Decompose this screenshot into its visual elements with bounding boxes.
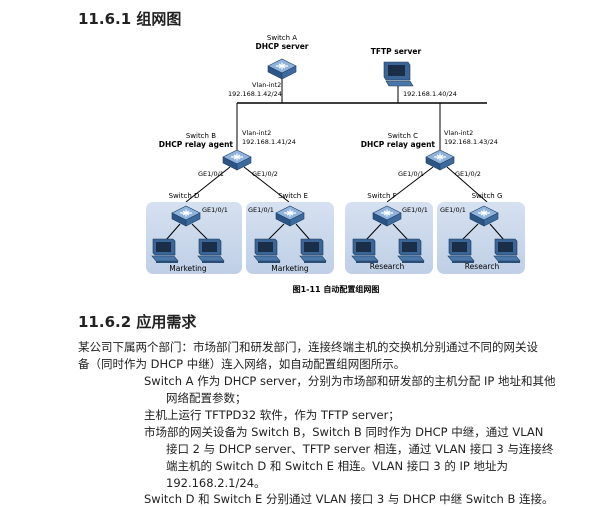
switch-a-ip: 192.168.1.42/24 <box>228 90 282 98</box>
bullet-line: 市场部的网关设备为 Switch B，Switch B 同时作为 DHCP 中继… <box>144 425 544 439</box>
bullet-line: Switch A 作为 DHCP server，分别为市场部和研发部的主机分配 … <box>144 374 556 388</box>
e-pc2-link <box>295 223 311 241</box>
e-pc1-link <box>267 223 285 241</box>
f-pc1-link <box>365 223 382 241</box>
group-f-label: Research <box>370 262 405 271</box>
bullet-line: Switch D 和 Switch E 分别通过 VLAN 接口 3 与 DHC… <box>144 492 554 506</box>
switch-f-name: Switch F <box>367 192 396 200</box>
network-topology-diagram: Switch A DHCP server Vlan-int2 192.168.1… <box>146 34 525 294</box>
bullet-line: 192.168.2.1/24。 <box>166 476 266 490</box>
switch-g-name: Switch G <box>472 192 503 200</box>
g-pc1-link <box>461 223 479 241</box>
bullet-line: 网络配置参数； <box>166 391 247 405</box>
switch-c-role: DHCP relay agent <box>361 140 436 149</box>
switch-d-name: Switch D <box>169 192 200 200</box>
b-to-e-link <box>243 166 290 203</box>
group-d-label: Marketing <box>169 264 207 273</box>
switch-a-role: DHCP server <box>255 42 308 51</box>
switch-a-icon <box>267 58 297 80</box>
pc-icon <box>197 238 225 264</box>
switch-c-port1: GE1/0/1 <box>398 170 424 178</box>
section-title-topology: 11.6.1 组网图 <box>78 10 182 28</box>
bullet-line: 端主机的 Switch D 和 Switch E 相连。VLAN 接口 3 的 … <box>166 459 509 473</box>
section-title-requirements: 11.6.2 应用需求 <box>78 313 197 331</box>
pc-icon <box>397 238 425 264</box>
switch-g-port: GE1/0/1 <box>440 206 466 214</box>
switch-a-iface: Vlan-int2 <box>252 81 281 89</box>
switch-b-role: DHCP relay agent <box>159 140 234 149</box>
switch-b-iface: Vlan-int2 <box>242 129 271 137</box>
group-e-label: Marketing <box>271 264 309 273</box>
para-line: 某公司下属两个部门：市场部门和研发部门，连接终端主机的交换机分别通过不同的网关设 <box>78 340 538 354</box>
switch-b-port2: GE1/0/2 <box>252 170 278 178</box>
group-g-label: Research <box>465 262 500 271</box>
switch-c-port2: GE1/0/2 <box>455 170 481 178</box>
figure-caption: 图1-11 自动配置组网图 <box>293 284 380 294</box>
switch-b-ip: 192.168.1.41/24 <box>242 138 296 146</box>
bullet-line: 主机上运行 TFTPD32 软件，作为 TFTP server； <box>144 408 400 422</box>
c-to-f-link <box>386 166 434 203</box>
c-to-g-link <box>446 166 488 203</box>
f-pc2-link <box>392 223 409 241</box>
bullet-line: 接口 2 与 DHCP server、TFTP server 相连，通过 VLA… <box>166 442 554 456</box>
pc-icon <box>351 238 379 264</box>
pc-icon <box>253 238 281 264</box>
switch-b-port1: GE1/0/1 <box>198 170 224 178</box>
para-line: 备（同时作为 DHCP 中继）连入网络，如自动配置组网图所示。 <box>78 357 406 371</box>
b-to-d-link <box>185 166 231 203</box>
switch-b-name: Switch B <box>186 132 216 140</box>
switch-c-ip: 192.168.1.43/24 <box>444 138 498 146</box>
pc-icon <box>447 238 475 264</box>
tftp-server-ip: 192.168.1.40/24 <box>403 90 457 98</box>
switch-e-name: Switch E <box>278 192 308 200</box>
switch-d-port: GE1/0/1 <box>202 206 228 214</box>
pc-icon <box>493 238 521 264</box>
pc-icon <box>151 238 179 264</box>
d-pc1-link <box>165 223 181 241</box>
switch-a-name: Switch A <box>267 34 297 42</box>
switch-b-icon <box>222 149 252 171</box>
tftp-server-name: TFTP server <box>371 47 422 56</box>
g-pc2-link <box>489 223 505 241</box>
switch-c-icon <box>425 149 455 171</box>
pc-icon <box>299 238 327 264</box>
switch-f-port: GE1/0/1 <box>402 206 428 214</box>
d-pc2-link <box>191 223 209 241</box>
switch-c-iface: Vlan-int2 <box>444 129 473 137</box>
switch-c-name: Switch C <box>388 132 418 140</box>
tftp-server-icon <box>383 61 414 87</box>
switch-e-port: GE1/0/1 <box>248 206 274 214</box>
